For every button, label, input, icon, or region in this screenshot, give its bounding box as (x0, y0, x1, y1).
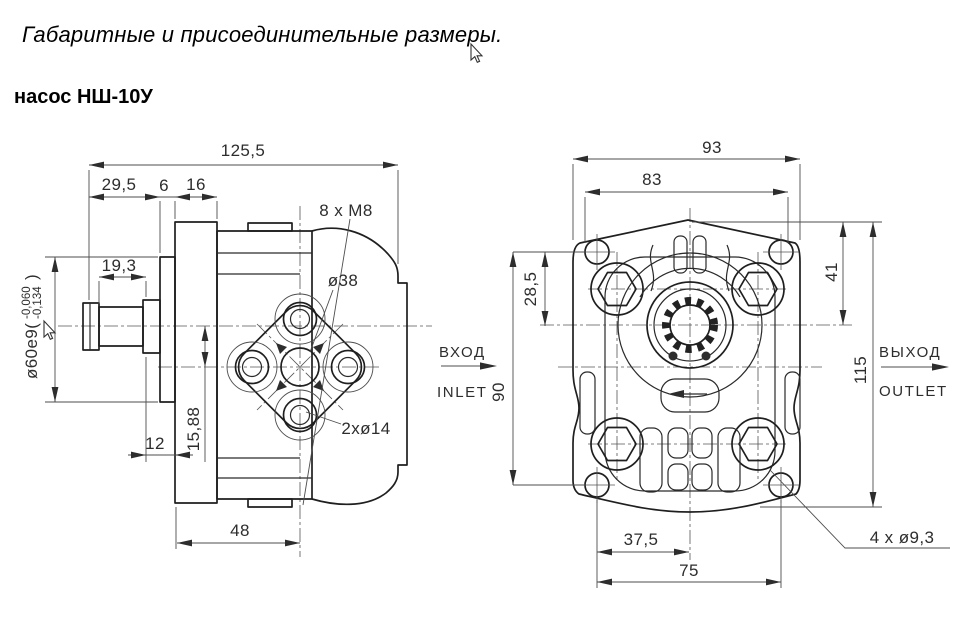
note-corner-holes: 4 x ø9,3 (870, 528, 935, 547)
dim-flange-thickness: 6 (159, 176, 169, 195)
shaft-tol-lower: -0,134 (32, 286, 44, 319)
hex-plugs (590, 262, 785, 471)
outlet-label-en: OUTLET (879, 383, 948, 400)
note-pilot-dia: ø38 (328, 271, 359, 290)
outlet-arrow-icon (932, 363, 949, 371)
front-inner-contour (604, 256, 776, 492)
dim-37-5: 37,5 (624, 530, 659, 549)
mouse-cursor2-icon (43, 319, 57, 341)
dim-total-length: 125,5 (221, 141, 266, 160)
page-title: Габаритные и присоединительные размеры. (22, 22, 503, 47)
rotation-direction-arrow-icon (668, 390, 707, 398)
inlet-arrow-icon (480, 362, 497, 370)
pump-model-label: насос НШ-10У (14, 86, 153, 108)
dim-neck-length: 16 (186, 175, 206, 194)
dim-48: 48 (230, 521, 250, 540)
dim-spline-length: 19,3 (102, 256, 137, 275)
dim-12: 12 (145, 434, 165, 453)
outlet-port-label: ВЫХОД OUTLET (879, 344, 949, 400)
flange-bolt-holes (234, 301, 366, 433)
outlet-label-ru: ВЫХОД (879, 344, 941, 361)
note-flange-holes: 2xø14 (341, 419, 390, 438)
dim-total-width: 93 (702, 138, 722, 157)
dim-bolt-span: 83 (642, 170, 662, 189)
inlet-label-en: INLET (437, 384, 488, 401)
splined-shaft-hub (617, 252, 763, 398)
face-pockets (579, 235, 801, 493)
dim-shaft-diameter: ø60e9( -0,060 -0,134 ) (21, 274, 44, 379)
dim-shaft-length: 29,5 (102, 175, 137, 194)
pump-body-outline (216, 222, 313, 508)
dim-115: 115 (851, 356, 870, 384)
mouse-cursor-icon (470, 42, 484, 64)
mounting-plate-outline (174, 221, 218, 504)
dim-41: 41 (822, 262, 841, 282)
side-view-dimensions: 125,5 29,5 6 16 19,3 ø60e9( -0,060 -0,13… (21, 141, 399, 549)
shaft-tol-upper: -0,060 (21, 286, 33, 319)
dim-90: 90 (489, 382, 508, 402)
pump-shaft-outline (82, 299, 161, 354)
note-bolts-m8: 8 x M8 (319, 201, 372, 220)
dim-28-5: 28,5 (521, 272, 540, 307)
dim-75: 75 (679, 561, 699, 580)
mounting-flange-diamond (226, 293, 374, 441)
rear-cover-outline (311, 227, 408, 506)
inlet-port-label: ВХОД INLET (437, 344, 497, 401)
inlet-label-ru: ВХОД (439, 344, 486, 361)
pilot-boss-outline (159, 256, 176, 403)
front-view-dimensions: 93 83 90 28,5 41 115 (489, 138, 950, 588)
front-view (540, 208, 852, 560)
side-view (58, 206, 432, 557)
dim-offset: 15,88 (184, 407, 203, 452)
shaft-dia-suffix: ) (22, 274, 41, 280)
shaft-dia-prefix: ø60e9( (22, 323, 41, 379)
